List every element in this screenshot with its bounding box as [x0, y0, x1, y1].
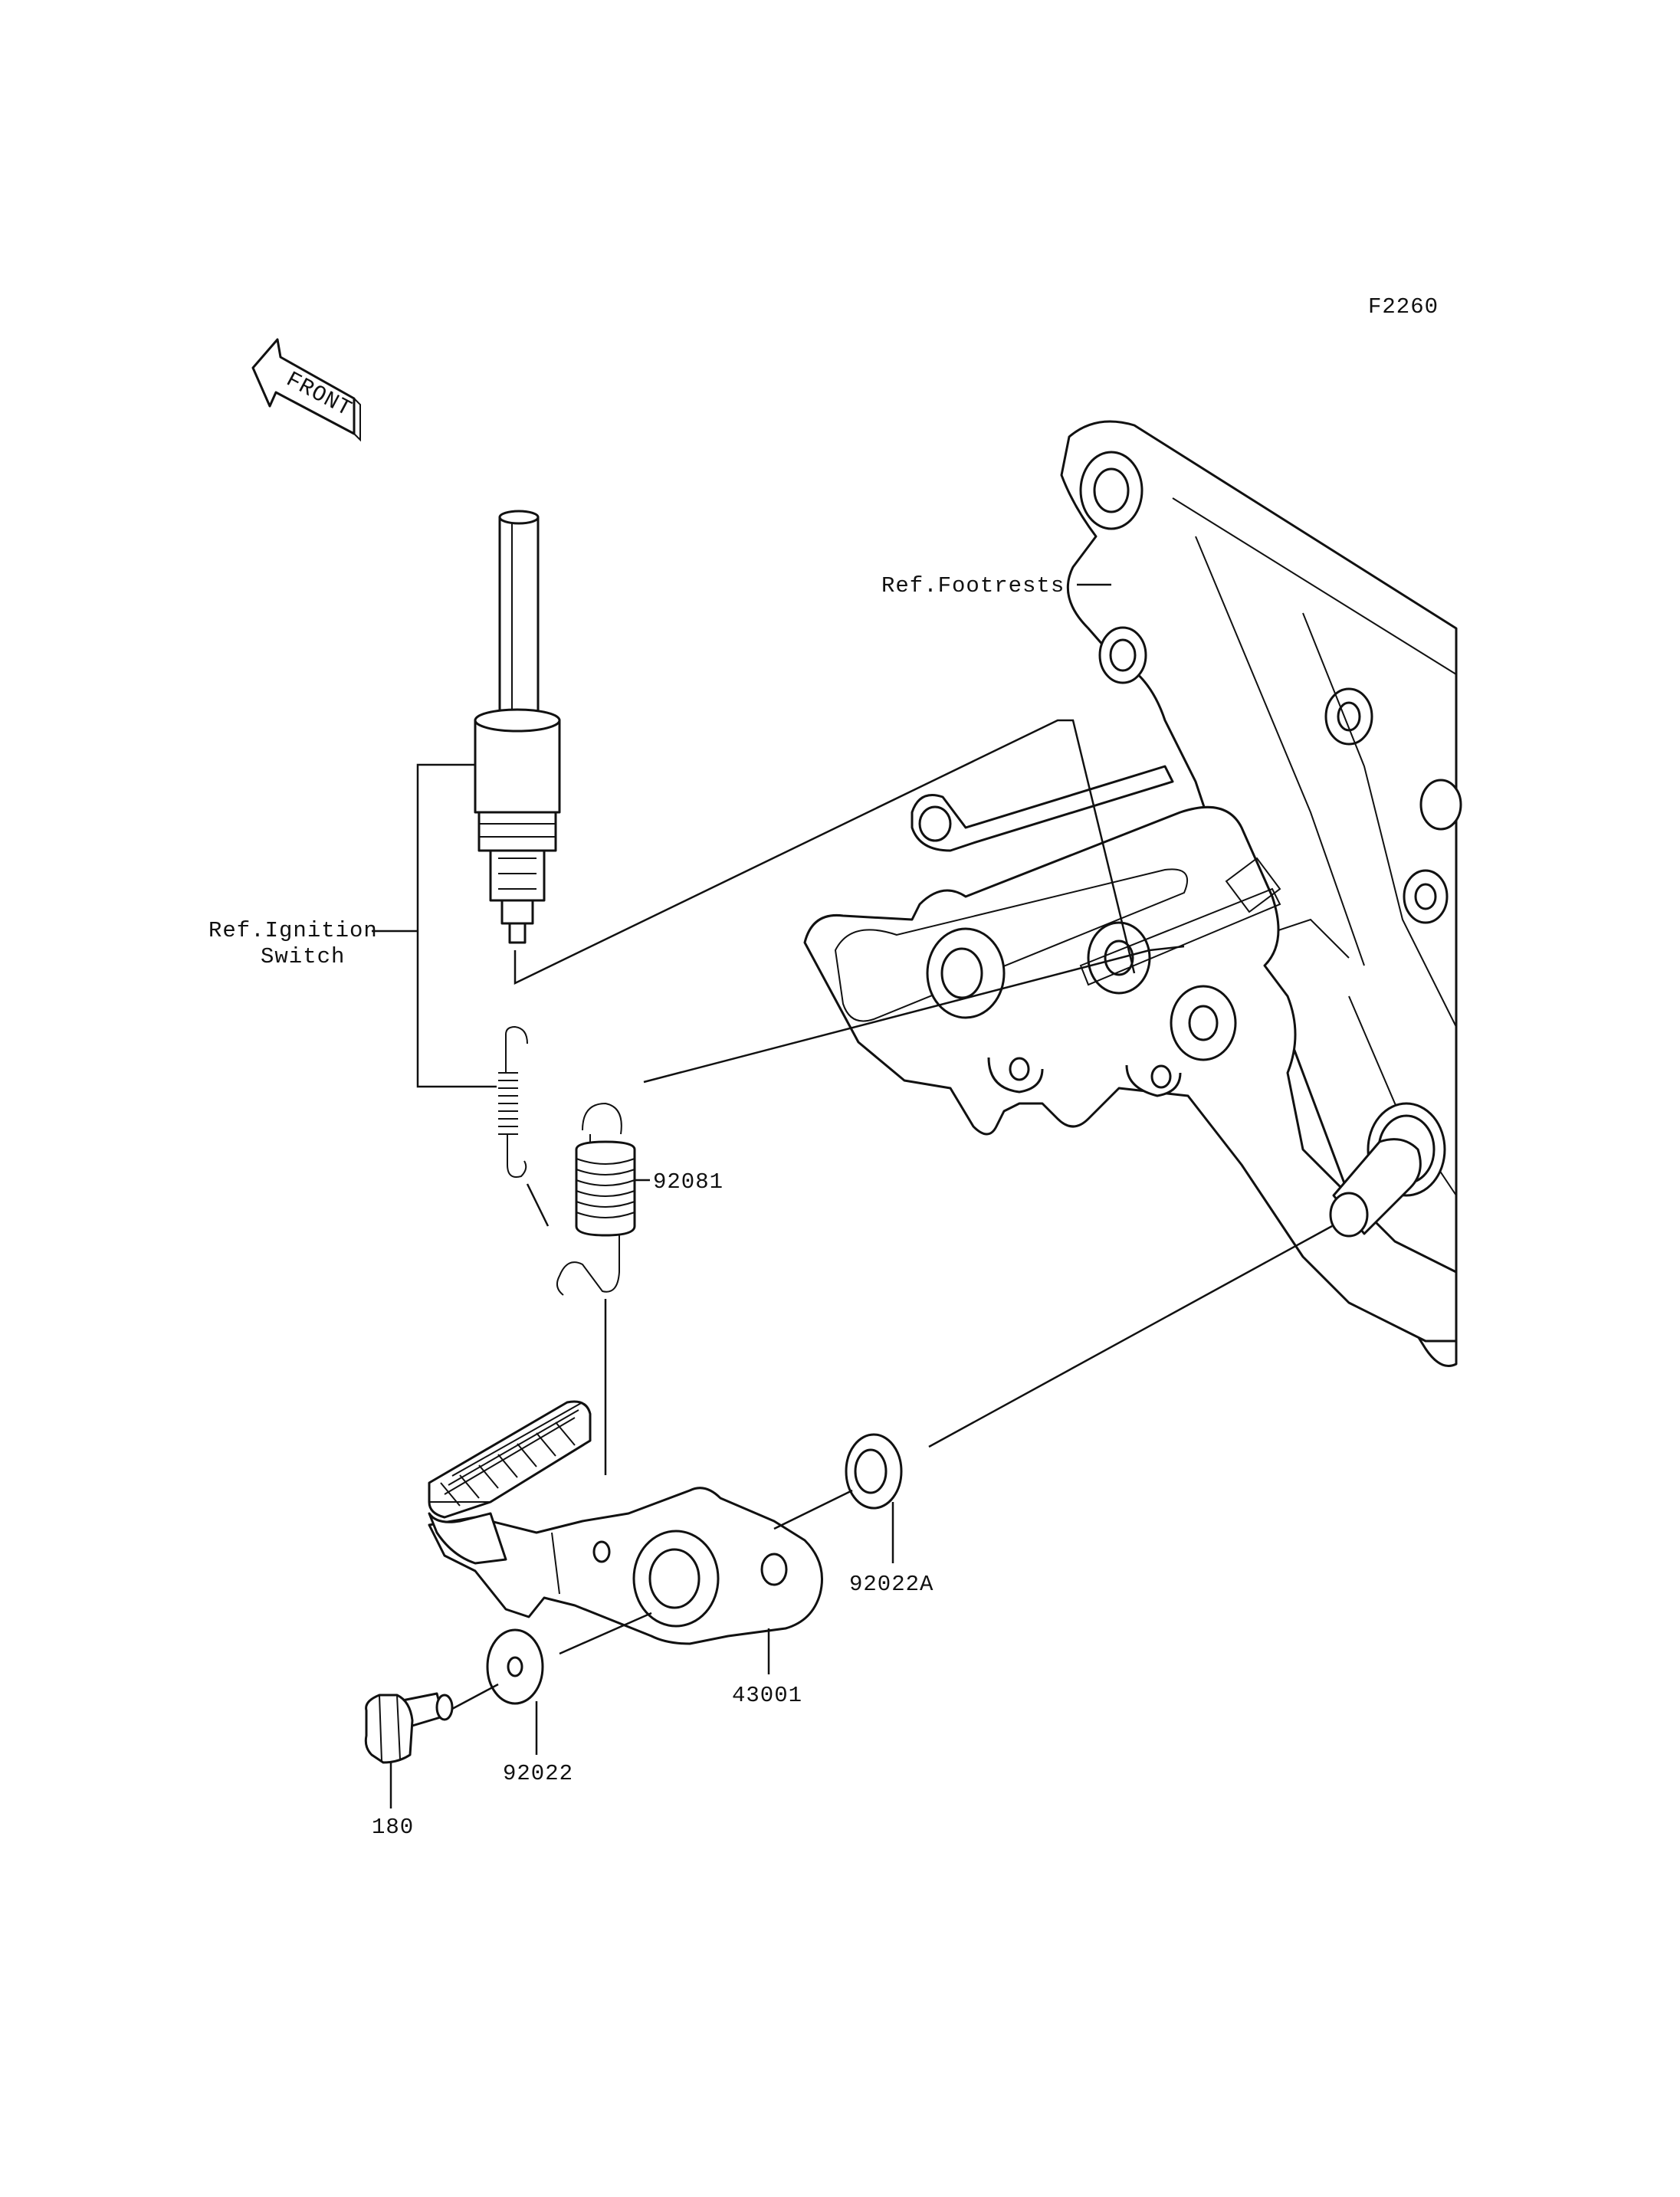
- label-part-92022: 92022: [503, 1761, 573, 1786]
- label-part-180: 180: [372, 1815, 414, 1840]
- brake-pedal: [428, 1400, 823, 1645]
- label-ref-ignition-switch-line1: Ref.Ignition: [208, 918, 378, 943]
- label-ref-footrests: Ref.Footrests: [881, 573, 1065, 598]
- label-part-92022a: 92022A: [849, 1572, 934, 1597]
- footrest-bracket: [803, 420, 1462, 1367]
- brake-light-switch: [474, 510, 561, 944]
- bolt-180: [364, 1692, 454, 1764]
- label-part-43001: 43001: [732, 1683, 802, 1708]
- label-part-92081: 92081: [653, 1169, 724, 1195]
- pedal-grip-pattern: [440, 1402, 583, 1507]
- return-spring: [556, 1102, 636, 1296]
- label-ref-ignition-switch-line2: Switch: [261, 944, 345, 969]
- front-arrow-icon: FRONT: [251, 338, 361, 442]
- washer-92022a: [845, 1433, 903, 1510]
- washer-92022: [486, 1628, 544, 1705]
- diagram-code: F2260: [1368, 294, 1439, 320]
- assembly-lines: [372, 583, 1333, 1808]
- switch-spring: [498, 1025, 528, 1178]
